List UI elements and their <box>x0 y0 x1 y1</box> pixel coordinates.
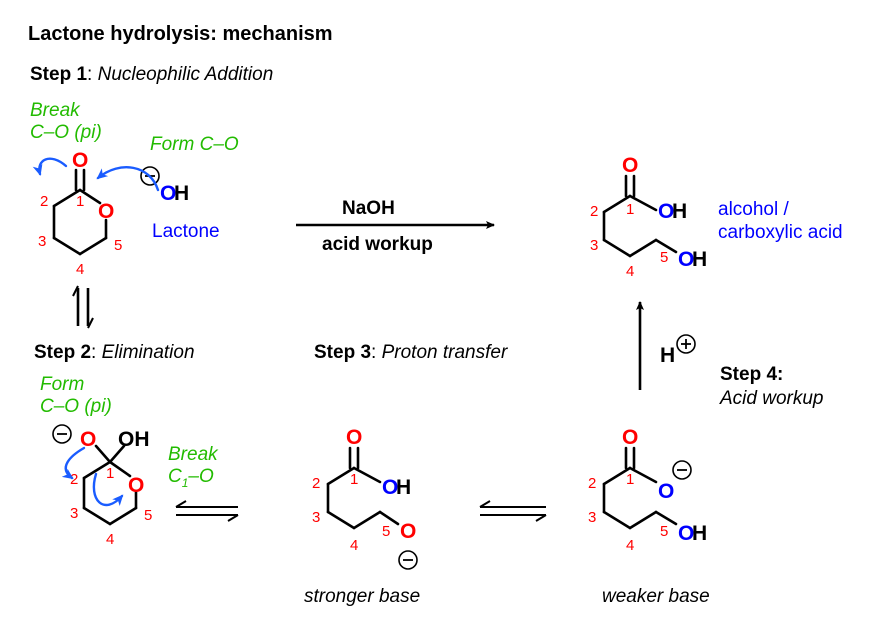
curly-arrow-icon <box>32 157 68 176</box>
carbon-number: 1 <box>626 471 634 488</box>
carbonyl-oxygen: O <box>72 149 88 172</box>
product-label-line2: carboxylic acid <box>718 222 843 243</box>
ring-oxygen: O <box>98 200 114 223</box>
proton-label: H <box>660 344 675 367</box>
equilibrium-arrow-icon <box>72 285 94 329</box>
annotation-break-c1o-2: C1–O <box>168 466 214 490</box>
carbon-number: 5 <box>382 523 390 540</box>
carbon-number: 4 <box>626 537 634 554</box>
product-molecule: O O H O H 1 2 3 4 5 <box>590 154 707 280</box>
weaker-base-label: weaker base <box>602 586 710 607</box>
carbon-number: 1 <box>350 471 358 488</box>
acid-hydrogen: H <box>672 200 687 223</box>
hydroxide-ion: O H <box>140 166 189 205</box>
hydroxide-hydrogen: H <box>174 182 189 205</box>
carbon-number: 4 <box>350 537 358 554</box>
alcohol-oxygen: O <box>678 522 694 545</box>
page-title: Lactone hydrolysis: mechanism <box>28 23 333 45</box>
annotation-break-c1o: Break <box>168 444 219 465</box>
alcohol-hydrogen: H <box>692 522 707 545</box>
hydroxide-oxygen: O <box>160 182 176 205</box>
alkoxide-oxygen: O <box>80 428 96 451</box>
stronger-base-label: stronger base <box>304 586 420 607</box>
hydroxyl-group: OH <box>118 428 150 451</box>
alkoxide-acid-molecule: O O H O 1 2 3 4 5 <box>312 426 416 554</box>
carbon-number: 1 <box>626 201 634 218</box>
reagent-base: NaOH <box>342 198 395 219</box>
tetrahedral-intermediate: O OH O 1 2 3 4 5 <box>70 428 152 548</box>
curly-arrow-icon <box>61 446 86 480</box>
acid-oxygen: O <box>382 476 398 499</box>
annotation-form-pi: Form <box>40 374 84 395</box>
lactone-molecule: O O 1 2 3 4 5 <box>38 149 122 278</box>
carbon-number: 2 <box>312 475 320 492</box>
carbon-number: 3 <box>312 509 320 526</box>
annotation-break-pi-2: C–O (pi) <box>30 122 102 143</box>
lactone-label: Lactone <box>152 221 220 242</box>
ring-oxygen: O <box>128 474 144 497</box>
carbonyl-oxygen: O <box>346 426 362 449</box>
carbon-number: 2 <box>588 475 596 492</box>
step3-heading: Step 3: Proton transfer <box>314 342 508 363</box>
carbon-number: 4 <box>106 531 114 548</box>
equilibrium-arrow-icon <box>175 500 239 522</box>
carbon-number: 5 <box>660 249 668 266</box>
carbonyl-oxygen: O <box>622 426 638 449</box>
carbon-number: 3 <box>590 237 598 254</box>
step2-heading: Step 2: Elimination <box>34 342 195 363</box>
carbonyl-oxygen: O <box>622 154 638 177</box>
carbon-number: 5 <box>144 507 152 524</box>
acid-oxygen: O <box>658 200 674 223</box>
carbon-number: 1 <box>106 465 114 482</box>
carboxylate-molecule: O O O H 1 2 3 4 5 <box>588 426 707 554</box>
equilibrium-arrow-icon <box>479 500 547 522</box>
curly-arrow-icon <box>96 166 160 192</box>
carbon-number: 1 <box>76 193 84 210</box>
carbon-number: 5 <box>660 523 668 540</box>
carbon-number: 4 <box>626 263 634 280</box>
alkoxide-oxygen: O <box>400 520 416 543</box>
carbon-number: 3 <box>70 505 78 522</box>
carbon-number: 2 <box>40 193 48 210</box>
reagent-workup: acid workup <box>322 234 433 255</box>
product-label-line1: alcohol / <box>718 199 789 220</box>
carbon-number: 2 <box>590 203 598 220</box>
carboxylate-oxygen: O <box>658 480 674 503</box>
acid-hydrogen: H <box>396 476 411 499</box>
step1-heading: Step 1: Nucleophilic Addition <box>30 64 273 85</box>
curly-arrow-icon <box>92 472 124 507</box>
carbon-number: 4 <box>76 261 84 278</box>
alcohol-oxygen: O <box>678 248 694 271</box>
carbon-number: 3 <box>38 233 46 250</box>
annotation-break-pi: Break <box>30 100 81 121</box>
carbon-number: 2 <box>70 471 78 488</box>
step4-heading: Step 4: <box>720 364 783 385</box>
annotation-form-co: Form C–O <box>150 134 239 155</box>
annotation-form-pi-2: C–O (pi) <box>40 396 112 417</box>
step4-subheading: Acid workup <box>719 388 824 409</box>
carbon-number: 3 <box>588 509 596 526</box>
alcohol-hydrogen: H <box>692 248 707 271</box>
carbon-number: 5 <box>114 237 122 254</box>
